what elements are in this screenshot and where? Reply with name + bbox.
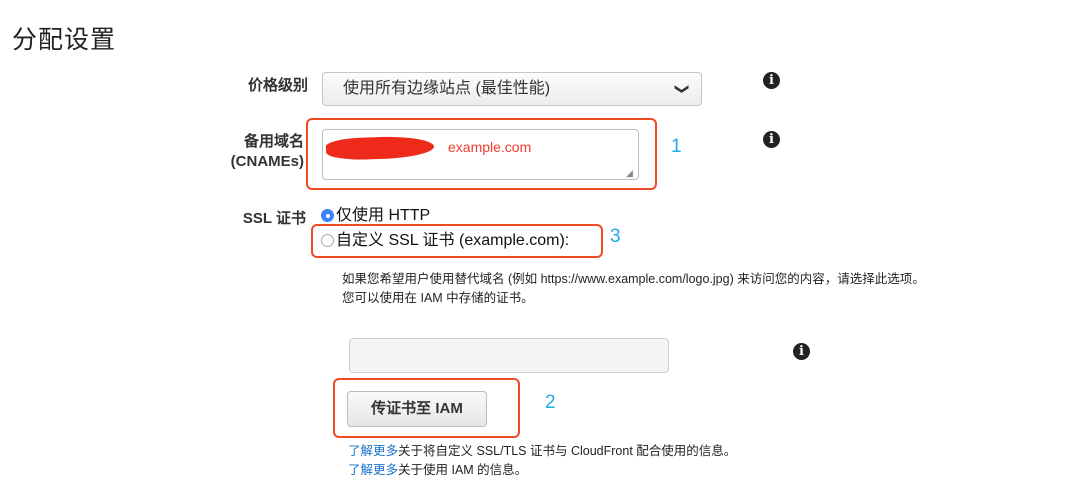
annotation-marker-2: 2	[545, 392, 556, 413]
highlight-box-1	[306, 118, 657, 190]
learn-more-ssl-link[interactable]: 了解更多	[348, 444, 399, 458]
price-class-select[interactable]: 使用所有边缘站点 (最佳性能) ❯	[322, 72, 702, 106]
radio-http-only[interactable]: 仅使用 HTTP	[321, 206, 430, 226]
price-class-label: 价格级别	[247, 77, 308, 94]
learn-more-section: 了解更多关于将自定义 SSL/TLS 证书与 CloudFront 配合使用的信…	[348, 442, 1048, 480]
annotation-marker-3: 3	[610, 226, 621, 247]
cname-value: example.com	[448, 139, 532, 155]
learn-more-ssl-text: 关于将自定义 SSL/TLS 证书与 CloudFront 配合使用的信息。	[398, 444, 737, 458]
ssl-description-line2: 您可以使用在 IAM 中存储的证书。	[342, 291, 534, 305]
info-icon[interactable]: i	[793, 343, 810, 360]
learn-more-iam-text: 关于使用 IAM 的信息。	[398, 463, 528, 477]
price-class-value: 使用所有边缘站点 (最佳性能)	[343, 80, 551, 97]
radio-custom-ssl[interactable]: 自定义 SSL 证书 (example.com):	[321, 231, 569, 251]
resize-grip-icon[interactable]: ◢	[626, 168, 633, 178]
cnames-label-line2: (CNAMEs)	[230, 153, 304, 170]
section-title: 分配设置	[12, 26, 117, 54]
cnames-label: 备用域名 (CNAMEs)	[200, 132, 304, 172]
learn-more-row-1: 了解更多关于将自定义 SSL/TLS 证书与 CloudFront 配合使用的信…	[348, 442, 1048, 461]
learn-more-iam-link[interactable]: 了解更多	[348, 463, 399, 477]
ssl-description: 如果您希望用户使用替代域名 (例如 https://www.example.co…	[342, 270, 1072, 308]
chevron-down-icon: ❯	[675, 83, 692, 95]
ssl-label: SSL 证书	[242, 210, 306, 227]
radio-http-only-label: 仅使用 HTTP	[336, 207, 431, 224]
info-icon[interactable]: i	[763, 72, 780, 89]
highlight-box-3	[311, 224, 603, 258]
radio-checked-icon[interactable]	[321, 209, 334, 222]
ssl-description-line1: 如果您希望用户使用替代域名 (例如 https://www.example.co…	[342, 272, 925, 286]
radio-unchecked-icon[interactable]	[321, 234, 334, 247]
annotation-marker-1: 1	[671, 136, 682, 157]
learn-more-row-2: 了解更多关于使用 IAM 的信息。	[348, 461, 1048, 480]
certificate-input[interactable]	[349, 338, 669, 373]
upload-certificate-button[interactable]: 传证书至 IAM	[347, 391, 487, 427]
info-icon[interactable]: i	[763, 131, 780, 148]
highlight-box-2	[333, 378, 520, 438]
radio-custom-ssl-label: 自定义 SSL 证书 (example.com):	[336, 232, 570, 249]
cnames-label-line1: 备用域名	[243, 133, 304, 150]
